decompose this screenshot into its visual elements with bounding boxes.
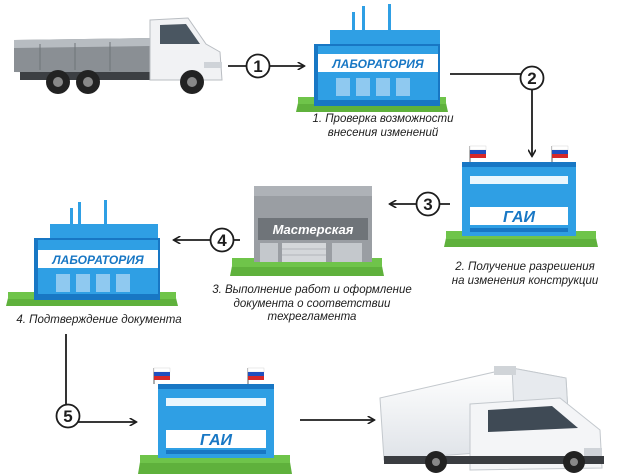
svg-text:1: 1 [253,57,262,76]
svg-text:5: 5 [63,407,72,426]
laboratory-building-top: ЛАБОРАТОРИЯ [296,4,448,112]
laboratory-building-left: ЛАБОРАТОРИЯ [6,200,178,306]
gai-building-right: ГАИ [444,145,598,247]
gai-right-sign: ГАИ [503,209,536,226]
step-3-badge: 3 [415,191,441,217]
svg-text:3: 3 [423,195,432,214]
flatbed-truck-icon [14,17,223,94]
russian-flag-icon [551,145,569,162]
step-2-badge: 2 [519,65,545,91]
step-1-caption-line: внесения изменений [327,126,439,139]
russian-flag-icon [153,367,171,384]
russian-flag-icon [469,145,487,162]
step-1-caption-line: 1. Проверка возможности [312,113,454,125]
step-2-caption-line: 2. Получение разрешения [455,261,595,273]
svg-text:2: 2 [527,69,536,88]
step-2-caption-line: на изменения конструкции [451,274,599,287]
workshop-sign: Мастерская [273,222,354,237]
step-2-caption: 2. Получение разрешения на изменения кон… [432,261,618,288]
step-3-caption: 3. Выполнение работ и оформление докумен… [200,284,424,325]
step-3-caption-line: документа о соответствии [233,297,391,310]
step-1-caption: 1. Проверка возможности внесения изменен… [300,113,466,140]
gai-bottom-sign: ГАИ [200,432,233,449]
lab-left-sign: ЛАБОРАТОРИЯ [51,253,143,267]
step-4-caption: 4. Подтверждение документа [6,314,192,328]
gai-building-bottom: ГАИ [138,367,292,474]
svg-text:4: 4 [217,231,227,250]
workshop-building: Мастерская [230,186,384,276]
russian-flag-icon [247,367,265,384]
lab-top-sign: ЛАБОРАТОРИЯ [331,57,423,71]
step-3-caption-line: 3. Выполнение работ и оформление [212,284,412,296]
step-3-caption-line: техрегламента [267,311,357,323]
step-4-badge: 4 [209,227,235,253]
step-1-badge: 1 [245,53,271,79]
step-5-badge: 5 [55,403,81,429]
step-4-caption-line: 4. Подтверждение документа [16,314,182,326]
refrigerated-van-icon [379,366,604,473]
